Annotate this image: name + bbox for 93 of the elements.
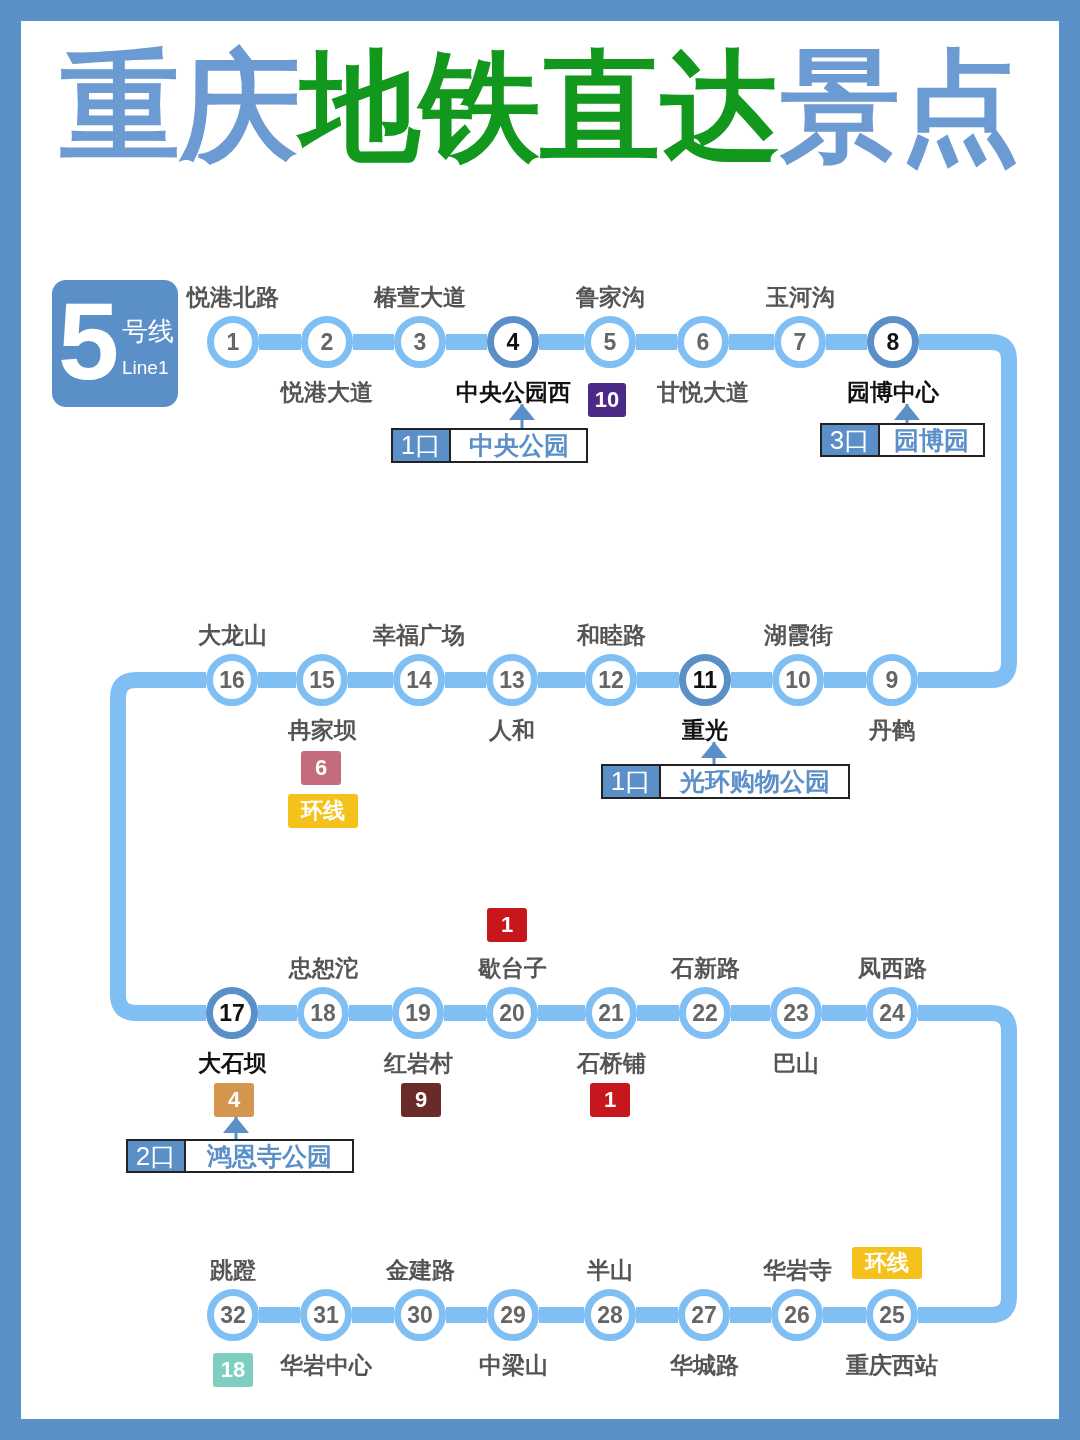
station-name: 大龙山 [197, 623, 267, 647]
transfer-line-tag: 9 [401, 1083, 441, 1117]
pointer-arrow [894, 404, 920, 423]
track-line [731, 1005, 770, 1021]
track-line [729, 334, 774, 350]
track-line [539, 334, 584, 350]
track-line [353, 334, 394, 350]
attraction-name: 鸿恩寺公园 [205, 1141, 333, 1171]
track-line [110, 672, 206, 1021]
line-name: 号线 [122, 318, 174, 344]
track-line [352, 1307, 394, 1323]
station-name: 湖霞街 [763, 623, 833, 647]
line-number: 5 [58, 286, 120, 396]
pointer-arrow [223, 1117, 249, 1139]
track-line [444, 1005, 486, 1021]
track-line [731, 672, 772, 688]
track-line [258, 1005, 297, 1021]
track-line [446, 334, 487, 350]
track-line [349, 1005, 392, 1021]
line-code: Line1 [122, 358, 169, 377]
station-name: 和睦路 [576, 623, 646, 647]
track-line [258, 672, 296, 688]
attraction-name: 光环购物公园 [678, 766, 831, 797]
track-line [730, 1307, 771, 1323]
station-name: 华城路 [669, 1353, 739, 1377]
transfer-line-tag: 1 [487, 908, 527, 942]
track-line [822, 1005, 866, 1021]
station-name: 甘悦大道 [657, 380, 749, 404]
station-name: 悦港北路 [187, 285, 279, 309]
exit-sign [126, 1139, 354, 1173]
station-name: 巴山 [773, 1051, 819, 1075]
track-line [918, 334, 1017, 688]
track-line [823, 1307, 866, 1323]
station-name: 金建路 [385, 1258, 455, 1282]
exit-number: 2口 [128, 1141, 186, 1171]
track-line [348, 672, 393, 688]
transfer-line-tag: 环线 [288, 794, 358, 828]
track-line [538, 672, 585, 688]
track-line [636, 1307, 678, 1323]
station-name: 中梁山 [478, 1353, 548, 1377]
track-line [445, 672, 486, 688]
station-name: 中央公园西 [455, 380, 571, 404]
attraction-name: 园博园 [893, 425, 970, 455]
station-name: 鲁家沟 [575, 285, 645, 309]
station-name: 玉河沟 [765, 285, 835, 309]
track-line [918, 1005, 1017, 1323]
station-name: 华岩中心 [280, 1353, 372, 1377]
track-line [824, 672, 866, 688]
track-line [826, 334, 867, 350]
track-line [259, 1307, 300, 1323]
station-name: 石新路 [670, 956, 740, 980]
title: 重庆地铁直达景点 [59, 38, 1021, 175]
station-name: 歇台子 [477, 956, 547, 980]
pointer-arrow [509, 404, 535, 428]
transfer-line-tag: 4 [214, 1083, 254, 1117]
track-line [446, 1307, 487, 1323]
station-name: 园博中心 [847, 380, 939, 404]
track-line [637, 1005, 679, 1021]
transfer-line-tag: 18 [213, 1353, 253, 1387]
transfer-line-tag: 环线 [852, 1247, 922, 1279]
station-name: 冉家坝 [287, 718, 357, 742]
exit-sign [391, 428, 588, 463]
track-line [636, 334, 677, 350]
attraction-name: 中央公园 [467, 430, 570, 461]
station-name: 石桥铺 [576, 1051, 646, 1075]
station-name: 跳蹬 [210, 1258, 256, 1282]
station-name: 椿萱大道 [374, 285, 466, 309]
track-line [259, 334, 301, 350]
station-name: 重光 [682, 718, 728, 742]
station-name: 人和 [489, 718, 535, 742]
station-name: 凤西路 [857, 956, 927, 980]
station-name: 悦港大道 [281, 380, 373, 404]
exit-number: 1口 [393, 430, 451, 461]
line-badge [52, 280, 178, 407]
track-line [637, 672, 679, 688]
exit-sign [820, 423, 985, 457]
exit-number: 1口 [603, 766, 661, 797]
transfer-line-tag: 10 [588, 383, 626, 417]
station-name: 华岩寺 [762, 1258, 832, 1282]
track-line [538, 1005, 585, 1021]
track-line [539, 1307, 584, 1323]
exit-sign [601, 764, 850, 799]
station-name: 红岩村 [383, 1051, 453, 1075]
exit-number: 3口 [822, 425, 880, 455]
station-name: 半山 [587, 1258, 633, 1282]
pointer-arrow [701, 742, 727, 764]
transfer-line-tag: 1 [590, 1083, 630, 1117]
station-name: 幸福广场 [373, 623, 465, 647]
station-name: 大石坝 [197, 1051, 267, 1075]
station-name: 忠恕沱 [288, 956, 358, 980]
station-name: 丹鹤 [869, 718, 915, 742]
station-name: 重庆西站 [846, 1353, 938, 1377]
transfer-line-tag: 6 [301, 751, 341, 785]
